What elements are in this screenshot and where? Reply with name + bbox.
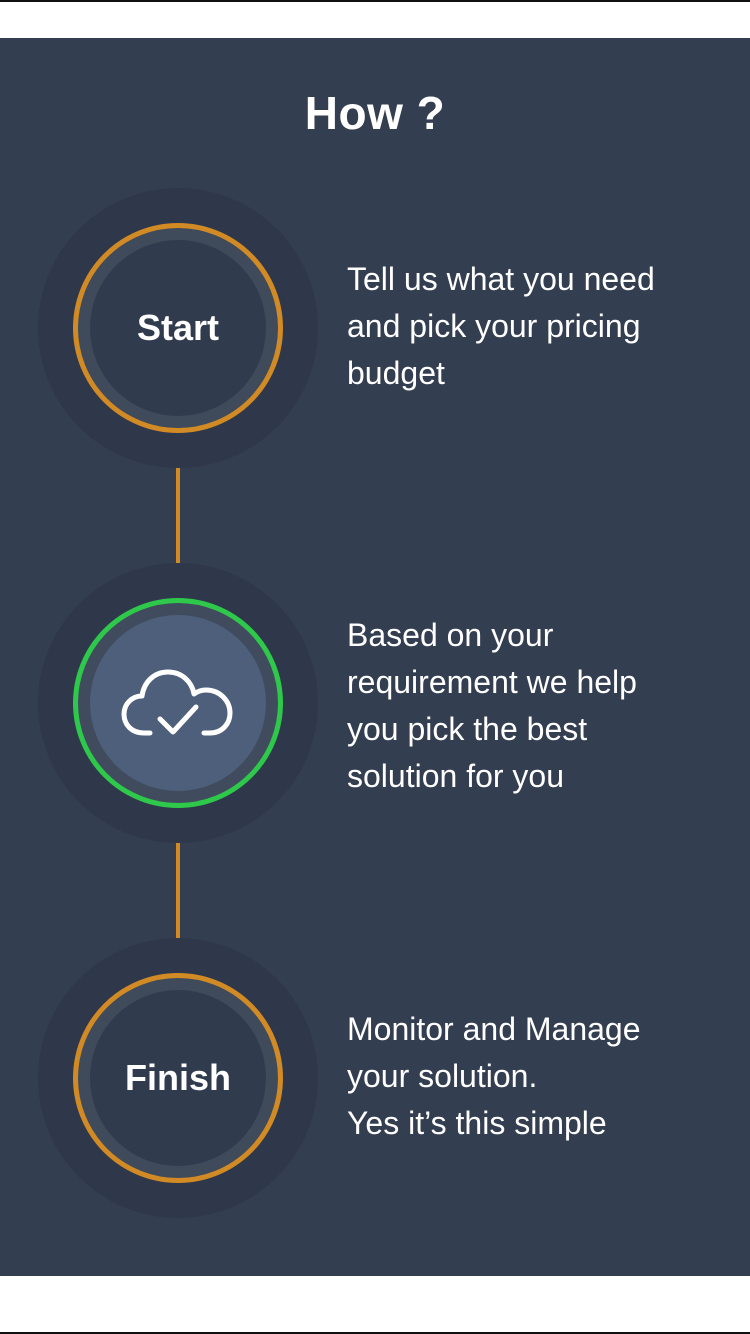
bottom-divider <box>0 1332 750 1334</box>
step-cloud-inner <box>90 615 266 791</box>
step-description: Monitor and Manage your solution. Yes it… <box>347 1011 641 1141</box>
cloud-check-icon <box>121 669 233 736</box>
step-finish-circle[interactable]: Finish <box>73 973 283 1183</box>
page-title: How ? <box>304 87 446 139</box>
step-label: Start <box>136 307 220 348</box>
step-connector <box>176 436 180 598</box>
step-start-inner: Start <box>90 240 266 416</box>
step-connector <box>176 810 180 972</box>
step-description: Tell us what you need and pick your pric… <box>347 261 655 391</box>
step-start-circle[interactable]: Start <box>73 223 283 433</box>
step-label: Finish <box>125 1057 231 1098</box>
step-description: Based on your requirement we help you pi… <box>347 617 637 794</box>
top-divider <box>0 0 750 2</box>
step-finish-inner: Finish <box>90 990 266 1166</box>
step-cloud-circle[interactable] <box>73 598 283 808</box>
